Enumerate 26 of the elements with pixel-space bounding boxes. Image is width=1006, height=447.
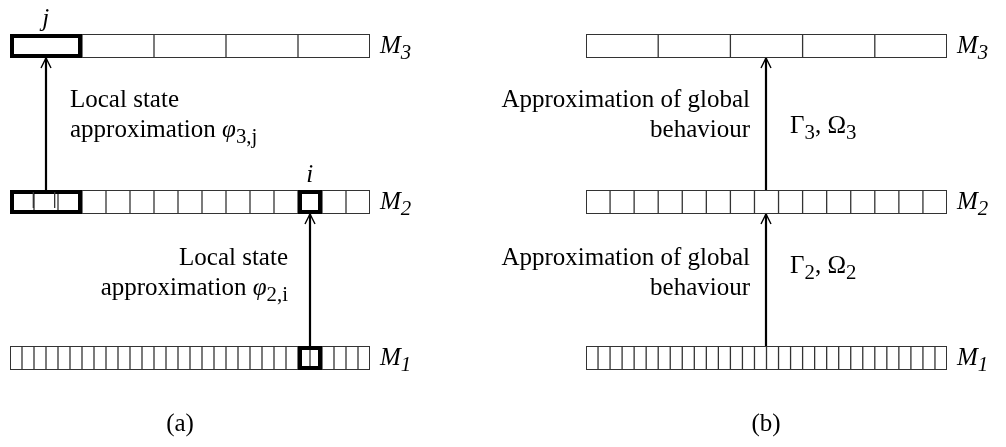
edge-label: Local state approximation φ$_{3,j}$ [70,84,259,150]
level-label: M$_{3}$ [380,30,412,66]
level-label: M$_{2}$ [957,186,989,222]
level-label: M$_{3}$ [957,30,989,66]
arrow [760,213,772,346]
panel-label: (b) [750,408,782,438]
cell-strip [586,346,947,370]
level-label: M$_{1}$ [380,342,412,378]
cell-index: j [9,3,82,32]
cell-strip [10,346,370,370]
level-label: M$_{2}$ [380,186,412,222]
arrow [304,213,316,346]
annotation: Approximation of global behaviour [500,242,750,302]
edge-label: Γ$_{2}$, Ω$_{2}$ [790,250,858,286]
cell-strip [586,190,947,214]
cell-index: i [305,159,315,188]
level-label: M$_{1}$ [957,342,989,378]
edge-label: Local state approximation φ$_{2,i}$ [99,242,288,308]
edge-label: Γ$_{3}$, Ω$_{3}$ [790,110,858,146]
arrow [40,57,52,190]
highlighted-cells [297,345,322,370]
cell-strip [586,34,947,58]
panel-label: (a) [165,408,195,438]
annotation: Approximation of global behaviour [500,84,750,144]
highlighted-cells [9,189,82,214]
arrow [760,57,772,190]
